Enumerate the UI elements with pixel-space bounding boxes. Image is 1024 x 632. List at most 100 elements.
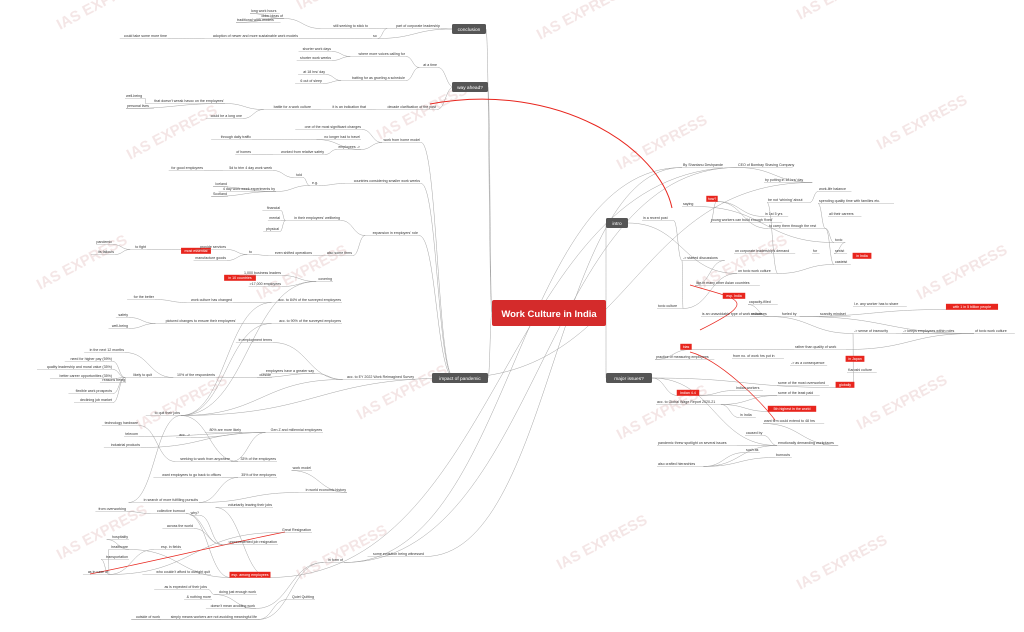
topic-node[interactable]: worked from relative safety — [273, 150, 325, 155]
branch-impact-of-pandemic[interactable]: impact of pandemic — [432, 373, 488, 383]
topic-node[interactable]: for the better — [127, 295, 155, 300]
topic-node[interactable]: Great Resignation — [278, 528, 312, 533]
topic-node[interactable]: in India — [739, 413, 756, 418]
topic-node[interactable]: esp. India — [722, 292, 746, 299]
topic-node[interactable]: casteist — [834, 260, 851, 265]
topic-node[interactable]: Karoshi culture — [847, 368, 877, 373]
topic-node[interactable]: to quit their jobs — [145, 411, 181, 416]
topic-node[interactable]: decade clarification of the post — [375, 105, 437, 110]
topic-node[interactable]: bias — [680, 343, 692, 350]
topic-node[interactable]: 6 out of sleep — [295, 79, 323, 84]
topic-node[interactable]: Scotland — [211, 192, 228, 197]
topic-node[interactable]: acc. to EY 2022 Work Reimagined Survey — [342, 375, 415, 380]
topic-node[interactable]: mental — [267, 216, 281, 221]
topic-node[interactable]: no longer had to travel — [316, 135, 361, 140]
topic-node[interactable]: Quiet Quitting — [287, 595, 315, 600]
topic-node[interactable]: telecom — [124, 432, 139, 437]
topic-node[interactable]: shorter work days — [298, 47, 332, 52]
topic-node[interactable]: simply means workers are not avoiding me… — [157, 615, 258, 620]
topic-node[interactable]: caused by — [745, 431, 764, 436]
topic-node[interactable]: better career opportunities (35%) — [49, 374, 113, 379]
topic-node[interactable]: in the next 12 months — [84, 348, 125, 353]
topic-node[interactable]: pictured changes to ensure their employe… — [155, 319, 237, 324]
topic-node[interactable]: in employment terms — [235, 338, 273, 343]
topic-node[interactable]: work from home model — [382, 138, 421, 143]
topic-node[interactable]: expansion in employers' role — [365, 231, 419, 236]
topic-node[interactable]: I.e. any worker has to share — [853, 302, 907, 307]
topic-node[interactable]: covering — [316, 277, 333, 282]
topic-node[interactable]: to — [247, 250, 253, 255]
topic-node[interactable]: traditional work models — [236, 18, 281, 23]
topic-node[interactable]: sexist — [834, 249, 848, 254]
topic-node[interactable]: some of the most overworked — [777, 381, 829, 386]
topic-node[interactable]: emotionally demanding workplaces — [777, 441, 839, 446]
topic-node[interactable]: that doesn't wreak havoc on the employee… — [145, 99, 225, 104]
topic-node[interactable]: from overworking — [95, 507, 127, 512]
branch-major-issues[interactable]: major issues? — [606, 373, 652, 383]
topic-node[interactable]: how? — [706, 195, 718, 202]
topic-node[interactable]: in world economic history — [298, 488, 347, 493]
topic-node[interactable]: with 1 in 5 billion people — [945, 303, 999, 310]
topic-node[interactable]: who couldn't afford to outright quit — [142, 570, 211, 575]
topic-node[interactable]: transportation — [101, 555, 129, 560]
topic-node[interactable]: why? — [190, 511, 200, 516]
topic-node[interactable]: as is expected of their jobs — [154, 585, 208, 590]
topic-node[interactable]: personal lives — [126, 104, 154, 109]
topic-node[interactable]: is an unavoidable type of work culture — [701, 312, 774, 317]
topic-node[interactable]: acc. -> — [176, 433, 191, 438]
topic-node[interactable]: manufacture goods — [193, 256, 227, 261]
topic-node[interactable]: 4 day work week experiments by — [218, 187, 277, 192]
topic-node[interactable]: Iceland — [213, 182, 228, 187]
topic-node[interactable]: young workers can build enough 'fixed' — [710, 218, 783, 223]
topic-node[interactable]: told — [293, 173, 303, 178]
topic-node[interactable]: older ideas of — [256, 14, 284, 19]
topic-node[interactable]: could be a long one — [205, 114, 243, 119]
topic-node[interactable]: rather than quality of work — [794, 345, 846, 350]
topic-node[interactable]: Gen Z and millennial employees — [265, 428, 324, 433]
topic-node[interactable]: 5d to trim 4 day work week — [222, 166, 273, 171]
topic-node[interactable]: across the world — [162, 524, 194, 529]
topic-node[interactable]: long work hours — [250, 9, 280, 14]
topic-node[interactable]: by putting in 18 hrs/ day — [764, 178, 813, 183]
topic-node[interactable]: work-life balance — [818, 187, 852, 192]
topic-node[interactable]: -> keeps employees within roles — [902, 329, 962, 334]
topic-node[interactable]: one of the most significant changes — [295, 125, 362, 130]
topic-node[interactable]: -> started discussions — [682, 256, 725, 261]
branch-way-ahead[interactable]: way ahead? — [452, 82, 488, 92]
topic-node[interactable]: want firm could extend to 48 hrs — [763, 419, 825, 424]
topic-node[interactable]: in Japan — [845, 355, 865, 362]
topic-node[interactable]: in form of — [323, 558, 345, 563]
topic-node[interactable]: esp. among employees — [229, 571, 271, 578]
branch-conclusion[interactable]: conclusion — [452, 24, 486, 34]
topic-node[interactable]: some evolution being witnessed — [367, 552, 426, 557]
topic-node[interactable]: fueled by — [781, 312, 800, 317]
topic-node[interactable]: of homes — [235, 150, 252, 155]
topic-node[interactable]: technology hardware — [101, 421, 139, 426]
root-node[interactable]: Work Culture in India — [492, 300, 606, 326]
topic-node[interactable]: -> sense of insecurity — [853, 329, 896, 334]
topic-node[interactable]: flexible work prospects — [68, 389, 113, 394]
topic-node[interactable]: also crafted hierarchies — [657, 462, 704, 467]
topic-node[interactable]: acc. to 90% of the surveyed employers — [271, 319, 342, 324]
topic-node[interactable]: voluntarily leaving their jobs — [215, 503, 274, 508]
topic-node[interactable]: hospitality — [106, 535, 129, 540]
topic-node[interactable]: to carry them through the rest — [768, 224, 826, 229]
topic-node[interactable]: in their employees' wellbeing — [285, 216, 341, 221]
topic-node[interactable]: in search of more fulfilling pursuits — [128, 498, 199, 503]
topic-node[interactable]: 35% of the employers — [238, 473, 277, 478]
topic-node[interactable]: 33% of the employees — [238, 457, 277, 462]
topic-node[interactable]: need for higher pay (59%) — [64, 357, 113, 362]
topic-node[interactable]: for — [812, 249, 820, 254]
topic-node[interactable]: practice of measuring employees — [655, 355, 715, 360]
topic-node[interactable]: want employees to go back to offices — [153, 473, 222, 478]
topic-node[interactable]: countries considering smaller work weeks — [345, 179, 421, 184]
topic-node[interactable]: at a time — [419, 63, 438, 68]
topic-node[interactable]: so — [372, 34, 378, 39]
topic-node[interactable]: 80% are more likely — [204, 428, 242, 433]
topic-node[interactable]: industrial products — [103, 443, 141, 448]
topic-node[interactable]: it is an indication that — [320, 105, 367, 110]
topic-node[interactable]: be not 'whining' about — [767, 198, 810, 203]
topic-node[interactable]: in India — [852, 252, 872, 259]
topic-node[interactable]: doesn't mean avoiding work — [205, 604, 256, 609]
topic-node[interactable]: healthcare — [108, 545, 130, 550]
